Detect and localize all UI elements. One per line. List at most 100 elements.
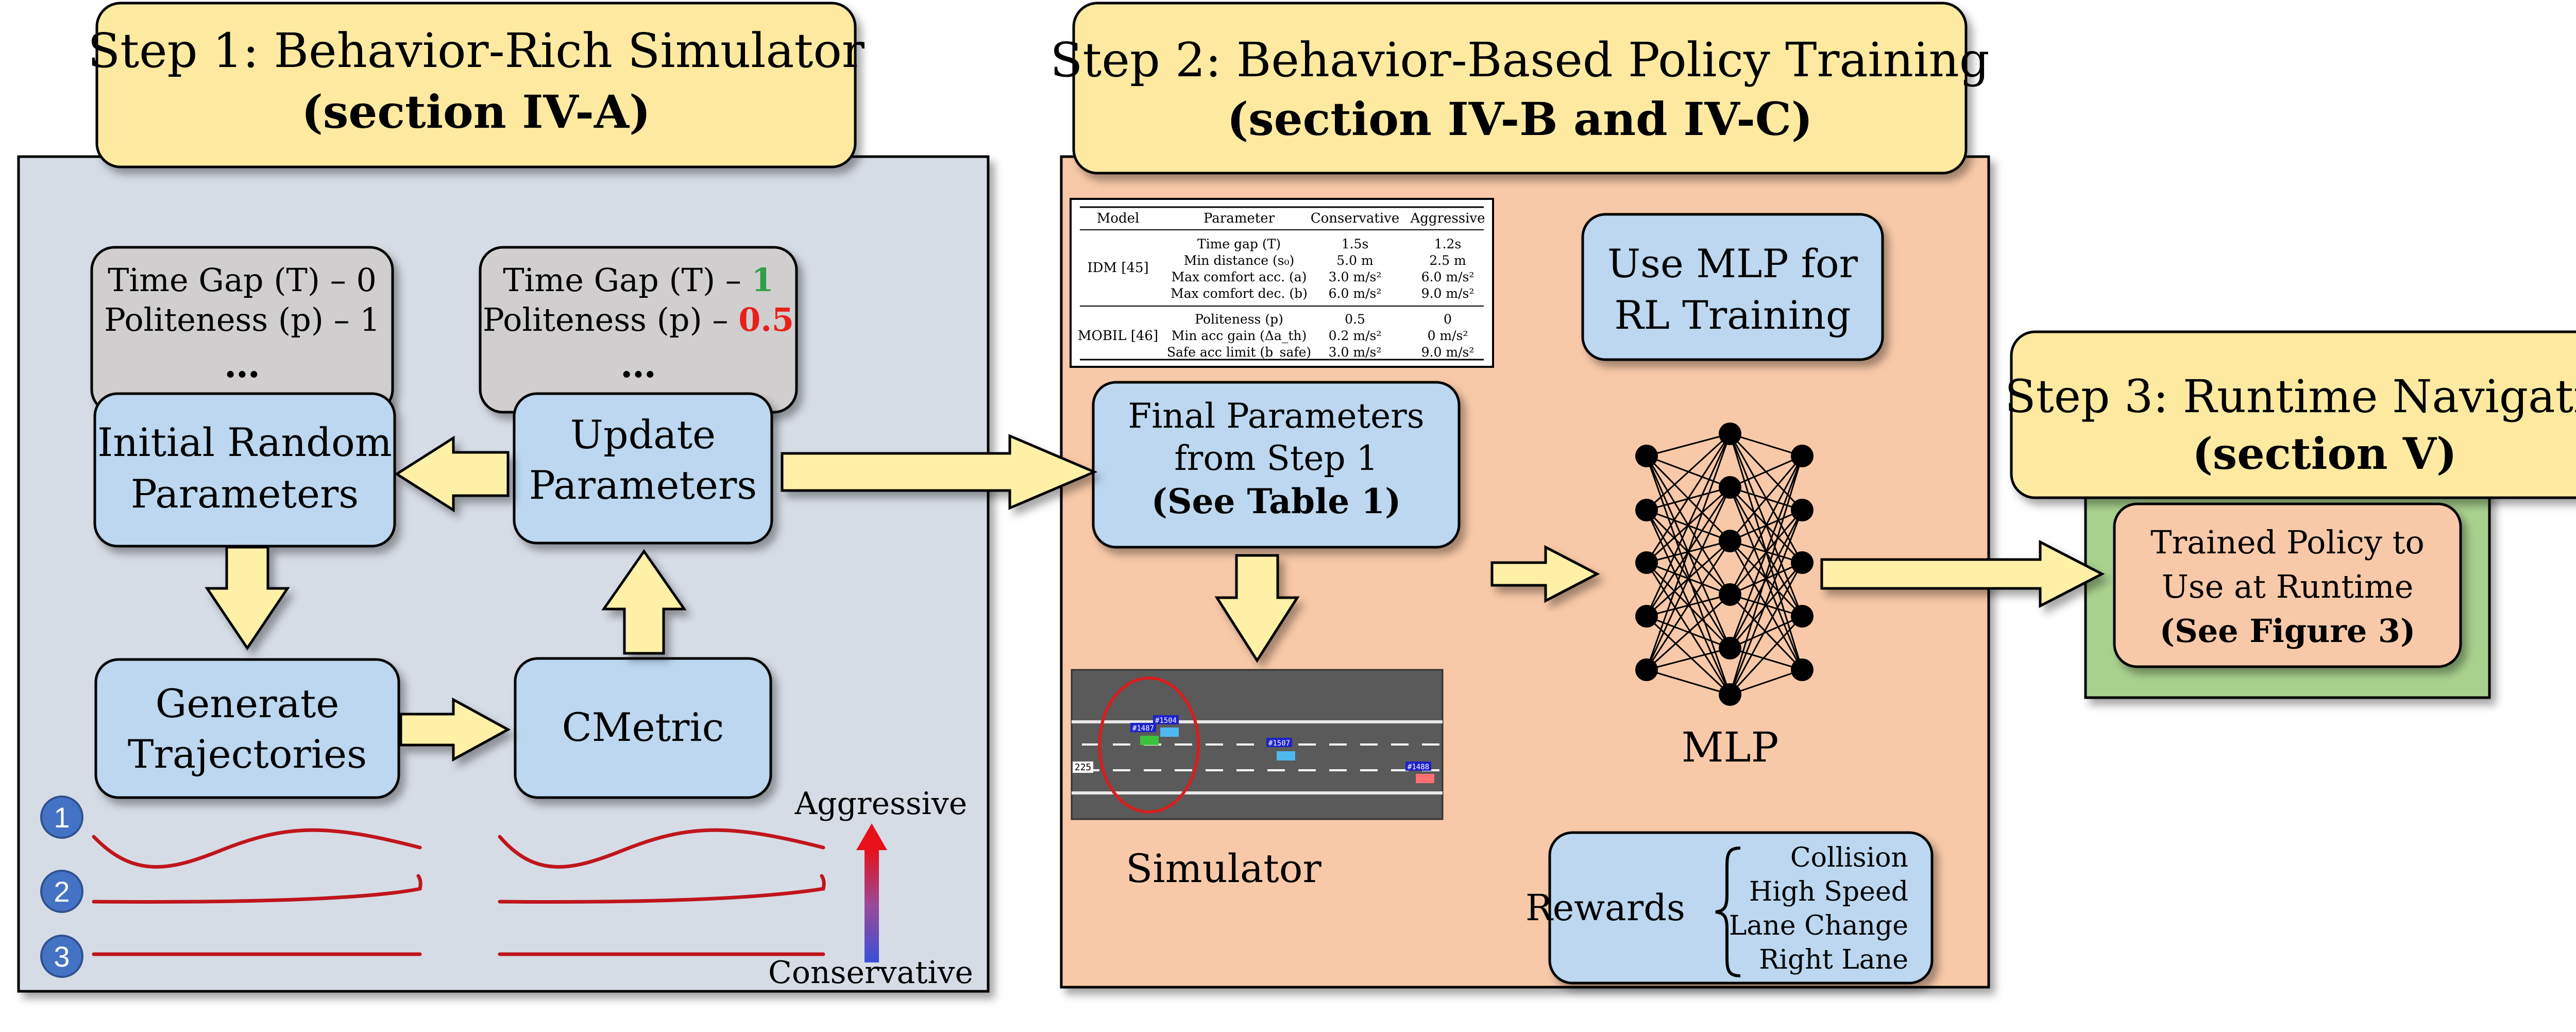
trajectory-marker-3: 3: [40, 935, 83, 978]
update-parameters-box: [513, 392, 773, 545]
mlp-edge: [1729, 510, 1803, 695]
sim-vehicle-id: #1507: [1268, 739, 1290, 748]
highlight-ellipse: [1098, 676, 1200, 814]
sim-vehicle-id: #1504: [1155, 717, 1177, 725]
scale-aggressive-label: Aggressive: [794, 786, 968, 822]
scale-conservative-label: Conservative: [768, 955, 973, 991]
generate-traj-line2: Trajectories: [128, 731, 367, 777]
step2-section: (section IV-B and IV-C): [1227, 92, 1812, 146]
reward-lane-change: Lane Change: [1729, 910, 1908, 941]
mlp-node: [1635, 551, 1658, 574]
mlp-node: [1635, 658, 1658, 681]
step3-section: (section V): [2192, 428, 2457, 479]
mlp-label: MLP: [1682, 723, 1779, 771]
mlp-edge: [1646, 540, 1731, 670]
step2-title: Step 2: Behavior-Based Policy Training: [1050, 32, 1989, 88]
simulator-label: Simulator: [1126, 845, 1321, 891]
vehicle-1507: [1277, 751, 1295, 760]
arrow-generate-to-cmetric: [399, 697, 511, 762]
vehicle-1488: [1416, 774, 1434, 783]
mlp-node: [1635, 605, 1658, 628]
vehicle-ego: [1140, 736, 1159, 745]
mlp-edge: [1730, 647, 1803, 671]
table-row-param: Min acc gain (Δa_th): [1172, 328, 1307, 343]
mlp-node: [1791, 551, 1814, 574]
mlp-node: [1791, 605, 1814, 628]
table-row-cons: 3.0 m/s²: [1329, 269, 1382, 284]
mlp-edge: [1730, 433, 1803, 457]
table-row-aggr: 6.0 m/s²: [1421, 269, 1475, 284]
update-params-line2: Parameters: [529, 462, 757, 508]
trajectory-curve-1a: [92, 828, 422, 869]
step1-section: (section IV-A): [301, 85, 651, 139]
simulator-image: #1487 #1504 #1507 #1488 225: [1071, 669, 1444, 820]
use-mlp-box: [1581, 213, 1884, 361]
table-row-param: Min distance (s₀): [1184, 253, 1295, 268]
mlp-edge: [1646, 433, 1731, 617]
initial-params-line2: Parameters: [131, 471, 359, 517]
card-updated-ellipsis: …: [620, 343, 656, 386]
arrow-initial-to-generate: [205, 546, 290, 651]
sim-vehicle-id: #1488: [1408, 763, 1429, 771]
card-updated-time-gap: Time Gap (T) – 1: [503, 261, 774, 299]
trajectory-curve-2b: [498, 874, 826, 904]
table-model-idm: IDM [45]: [1087, 260, 1148, 276]
table-header-aggressive: Aggressive: [1410, 211, 1485, 226]
mlp-edge: [1729, 562, 1803, 649]
table-row-cons: 1.5s: [1342, 236, 1369, 251]
mlp-node: [1719, 476, 1741, 499]
svg-text:1: 1: [54, 801, 70, 834]
mlp-edge: [1729, 455, 1803, 595]
generate-traj-line1: Generate: [156, 681, 340, 726]
mlp-node: [1635, 445, 1658, 467]
table-model-mobil: MOBIL [46]: [1078, 328, 1158, 344]
mlp-node: [1791, 499, 1814, 521]
mlp-edge: [1646, 594, 1731, 671]
table-row-cons: 0.5: [1345, 312, 1365, 327]
step1-title: Step 1: Behavior-Rich Simulator: [88, 23, 865, 78]
table-row-cons: 3.0 m/s²: [1329, 345, 1382, 360]
mlp-edge: [1646, 433, 1731, 457]
trained-policy-line2: Use at Runtime: [2162, 568, 2414, 605]
mlp-node: [1635, 499, 1658, 521]
time-gap-value: 1: [752, 261, 774, 299]
step3-panel: Step 3: Runtime Navigation (section V) T…: [2005, 330, 2576, 699]
arrow-step1-to-step2: [781, 434, 1098, 510]
parameter-table: Model Parameter Conservative Aggressive …: [1070, 198, 1494, 368]
arrow-final-to-simulator: [1214, 554, 1300, 663]
mlp-edge: [1729, 562, 1803, 695]
sim-vehicle-id: #1487: [1132, 724, 1154, 733]
card-initial-ellipsis: …: [224, 343, 260, 386]
mlp-node: [1791, 445, 1814, 467]
trained-policy-box: [2113, 502, 2462, 668]
reward-right-lane: Right Lane: [1759, 944, 1908, 975]
table-header-model: Model: [1097, 211, 1140, 226]
use-mlp-line2: RL Training: [1614, 292, 1851, 338]
rewards-box: [1548, 831, 1934, 985]
mlp-network: [1635, 422, 1814, 706]
mlp-edge: [1646, 669, 1731, 696]
trajectory-curve-2a: [92, 874, 422, 904]
initial-params-line1: Initial Random: [97, 419, 392, 465]
mlp-edge: [1729, 455, 1803, 695]
trajectory-curves: [92, 828, 826, 956]
mlp-node: [1719, 583, 1741, 606]
final-params-line2: from Step 1: [1174, 438, 1378, 478]
rewards-brace: [1715, 847, 1741, 977]
step1-panel: Step 1: Behavior-Rich Simulator (section…: [17, 2, 990, 993]
card-updated-politeness: Politeness (p) – 0.5: [483, 301, 794, 339]
behavior-scale-arrowhead: [856, 823, 887, 850]
table-row-aggr: 1.2s: [1434, 236, 1462, 251]
final-params-line3: (See Table 1): [1151, 481, 1401, 521]
table-row-cons: 0.2 m/s²: [1329, 328, 1382, 343]
svg-text:2: 2: [54, 875, 70, 908]
table-row-param: Safe acc limit (b_safe): [1167, 345, 1311, 360]
mlp-edge: [1729, 615, 1803, 696]
card-initial-politeness: Politeness (p) – 1: [104, 301, 380, 339]
mlp-edge: [1646, 487, 1731, 670]
reward-collision: Collision: [1790, 842, 1908, 873]
mlp-edge: [1730, 669, 1803, 696]
mlp-edge: [1646, 455, 1731, 695]
mlp-node: [1719, 530, 1741, 552]
